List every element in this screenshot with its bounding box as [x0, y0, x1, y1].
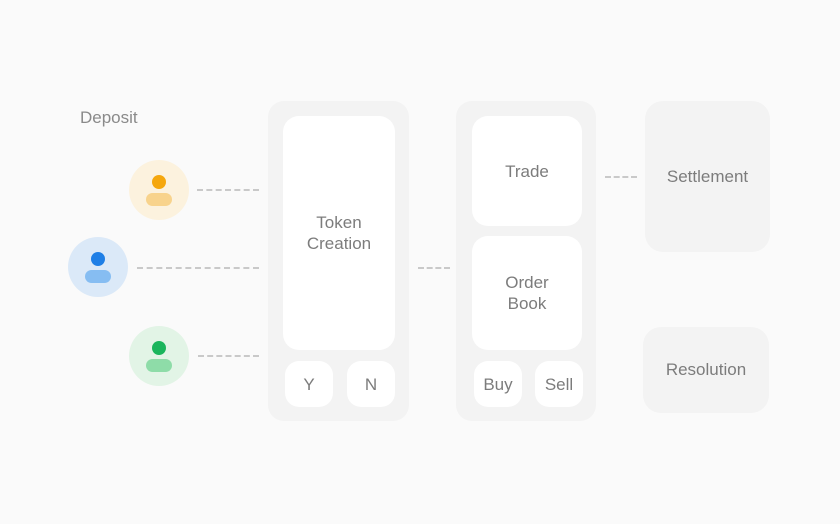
order-book-label-line1: Order — [505, 273, 549, 292]
user-icon-green — [129, 326, 189, 386]
buy-label: Buy — [483, 374, 513, 394]
trade-label: Trade — [505, 161, 549, 181]
user-icon-head — [91, 252, 105, 266]
connector-dashed-line — [418, 267, 450, 269]
settlement-box: Settlement — [645, 101, 770, 252]
resolution-label: Resolution — [665, 360, 747, 379]
order-book-label-line2: Book — [507, 294, 547, 313]
user-icon-body — [146, 359, 172, 372]
user-icon-blue — [68, 237, 128, 297]
connector-dashed-line — [198, 355, 259, 357]
user-icon-yellow — [129, 160, 189, 220]
token-creation-card: Token Creation — [283, 116, 395, 350]
token-creation-label-line2: Creation — [306, 234, 372, 253]
user-icon-head — [152, 341, 166, 355]
yes-token-label: Y — [303, 374, 315, 394]
sell-card: Sell — [535, 361, 583, 407]
resolution-box: Resolution — [643, 327, 769, 413]
user-icon-body — [85, 270, 111, 283]
buy-card: Buy — [474, 361, 522, 407]
settlement-label: Settlement — [666, 166, 749, 186]
no-token-label: N — [364, 374, 378, 394]
connector-dashed-line — [197, 189, 259, 191]
order-book-card: Order Book — [472, 236, 582, 350]
no-token-card: N — [347, 361, 395, 407]
sell-label: Sell — [544, 374, 574, 394]
connector-dashed-line — [137, 267, 259, 269]
user-icon-body — [146, 193, 172, 206]
yes-token-card: Y — [285, 361, 333, 407]
user-icon-head — [152, 175, 166, 189]
deposit-label: Deposit — [80, 108, 138, 127]
connector-dashed-line — [605, 176, 637, 178]
token-creation-label-line1: Token — [316, 213, 362, 232]
trade-card: Trade — [472, 116, 582, 226]
